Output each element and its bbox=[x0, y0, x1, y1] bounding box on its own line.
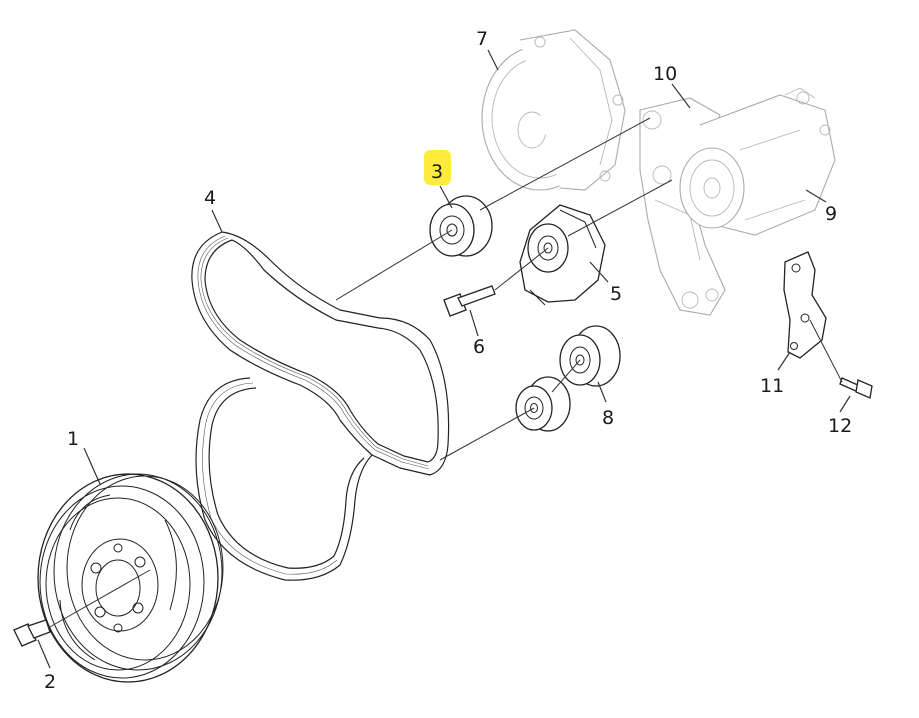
part-8-pulley-upper bbox=[559, 325, 621, 387]
part-11-plate bbox=[783, 251, 827, 359]
part-1-crank-pulley bbox=[37, 473, 224, 683]
assembly-axis-lines bbox=[47, 117, 843, 629]
callout-10: 10 bbox=[653, 63, 677, 85]
callout-12: 12 bbox=[828, 415, 852, 437]
callout-11: 11 bbox=[760, 375, 784, 397]
callout-2: 2 bbox=[44, 671, 56, 693]
part-3-idler-pulley bbox=[429, 195, 493, 257]
part-2-bolt bbox=[13, 619, 51, 647]
callout-4: 4 bbox=[204, 187, 216, 209]
part-8-pulley-lower bbox=[515, 376, 571, 432]
part-4-belt bbox=[191, 231, 450, 581]
callout-6: 6 bbox=[473, 336, 485, 358]
callout-1: 1 bbox=[67, 428, 79, 450]
part-5-tensioner bbox=[519, 204, 606, 306]
callout-7: 7 bbox=[476, 28, 488, 50]
callout-3: 3 bbox=[431, 161, 443, 183]
callout-8: 8 bbox=[602, 407, 614, 429]
callout-3-highlight bbox=[424, 150, 451, 185]
callout-5: 5 bbox=[610, 283, 622, 305]
callout-9: 9 bbox=[825, 203, 837, 225]
part-7-pump bbox=[481, 29, 626, 191]
part-9-compressor bbox=[679, 87, 836, 236]
leader-lines bbox=[37, 49, 851, 669]
part-6-bolt bbox=[443, 285, 496, 317]
part-12-bolt bbox=[839, 377, 873, 399]
